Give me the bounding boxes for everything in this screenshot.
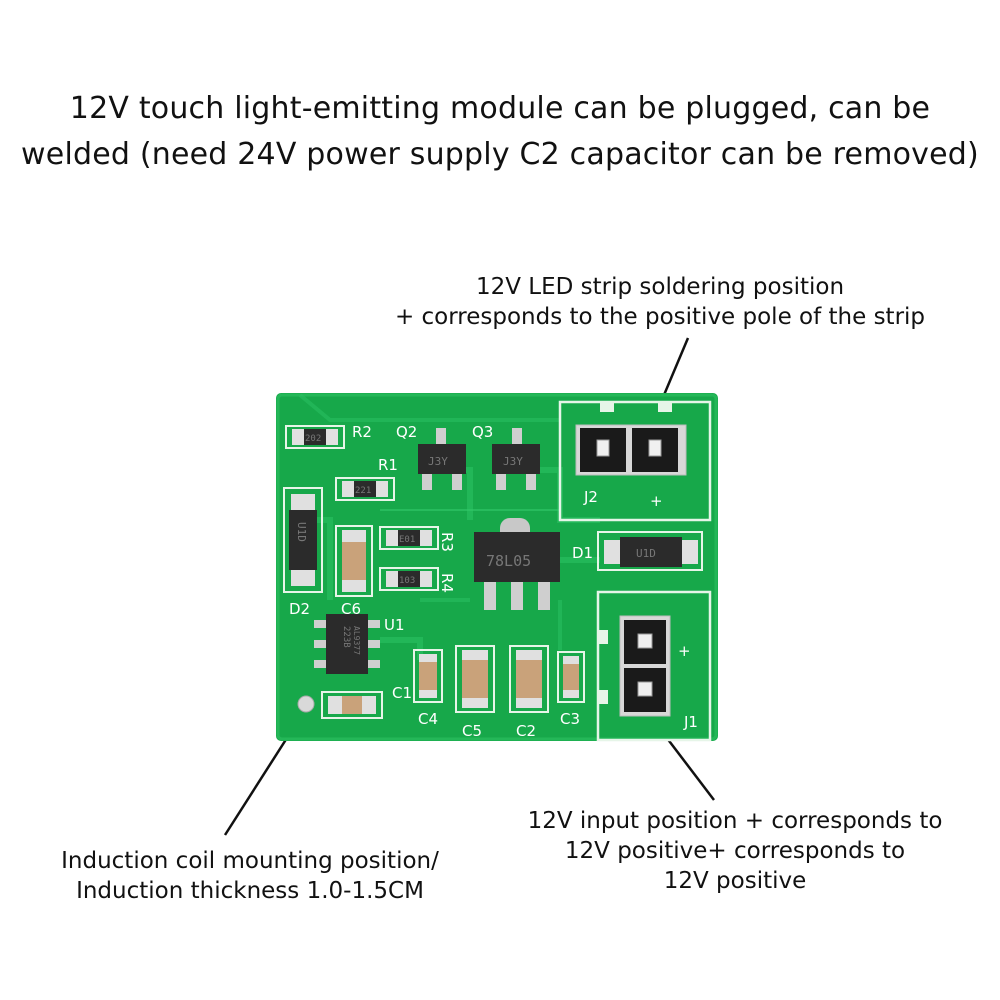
c6-label: C6 [341,600,361,618]
input-callout-line-3: 12V positive [663,868,807,894]
coil-callout-line-1: Induction coil mounting position/ [61,848,439,874]
j1-header: + J1 [596,590,712,742]
resistor-r3: E01 R3 [379,526,456,552]
title-line-1: 12V touch light-emitting module can be p… [69,91,931,126]
j2-header: J2 + [558,400,712,522]
capacitor-c5: C5 [455,645,495,740]
c5-label: C5 [462,722,482,740]
d2-marking: U1D [295,522,308,542]
j2-label: J2 [583,488,598,506]
resistor-r2: 202 R2 [285,423,372,449]
led-strip-callout-line-1: 12V LED strip soldering position [475,274,845,300]
u1-label: U1 [384,616,405,634]
input-callout-line-2: 12V positive+ corresponds to [564,838,906,864]
u1-marking-2: AL9377 [352,626,361,655]
transistor-q3: J3Y Q3 [472,423,540,490]
q2-label: Q2 [396,423,417,441]
title-line-2: welded (need 24V power supply C2 capacit… [21,137,979,172]
led-strip-callout: 12V LED strip soldering position + corre… [360,272,960,332]
ic-u1: 223B AL9377 U1 [314,614,405,674]
c3-label: C3 [560,710,580,728]
c2-label: C2 [516,722,536,740]
r2-label: R2 [352,423,372,441]
coil-callout-line-2: Induction thickness 1.0-1.5CM [76,878,424,904]
u1-marking-1: 223B [341,626,351,648]
input-callout: 12V input position + corresponds to 12V … [480,806,990,896]
d1-marking: U1D [636,547,656,560]
r1-marking: 221 [355,486,371,496]
r4-label: R4 [438,573,456,593]
q3-label: Q3 [472,423,493,441]
capacitor-c3: C3 [557,651,585,728]
led-strip-callout-line-2: + corresponds to the positive pole of th… [394,304,926,330]
q2-marking: J3Y [428,455,448,468]
j2-plus-label: + [650,492,663,510]
d1-label: D1 [572,544,593,562]
capacitor-c4: C4 [413,649,443,728]
regulator-marking: 78L05 [486,552,531,570]
capacitor-c2: C2 [509,645,549,740]
c4-label: C4 [418,710,438,728]
resistor-r1: 221 R1 [335,456,398,501]
j1-label: J1 [683,713,698,731]
diode-d1: U1D D1 [572,531,703,571]
r3-label: R3 [438,532,456,552]
input-callout-line-1: 12V input position + corresponds to [527,808,943,834]
diode-d2: U1D D2 [283,487,323,618]
q3-marking: J3Y [503,455,523,468]
coil-callout: Induction coil mounting position/ Induct… [20,846,480,906]
r4-marking: 103 [399,576,415,586]
d2-label: D2 [289,600,310,618]
transistor-q2: J3Y Q2 [396,423,466,490]
page-title: 12V touch light-emitting module can be p… [0,86,1000,178]
c1-label: C1 [392,684,412,702]
regulator-78l05: 78L05 [474,518,560,610]
capacitor-c6: C6 [335,525,373,618]
resistor-r4: 103 R4 [379,567,456,593]
coil-pad [297,695,315,713]
j1-plus-label: + [678,642,691,660]
capacitor-c1: C1 [297,684,412,719]
r1-label: R1 [378,456,398,474]
r3-marking: E01 [399,535,415,545]
r2-marking: 202 [305,434,321,444]
